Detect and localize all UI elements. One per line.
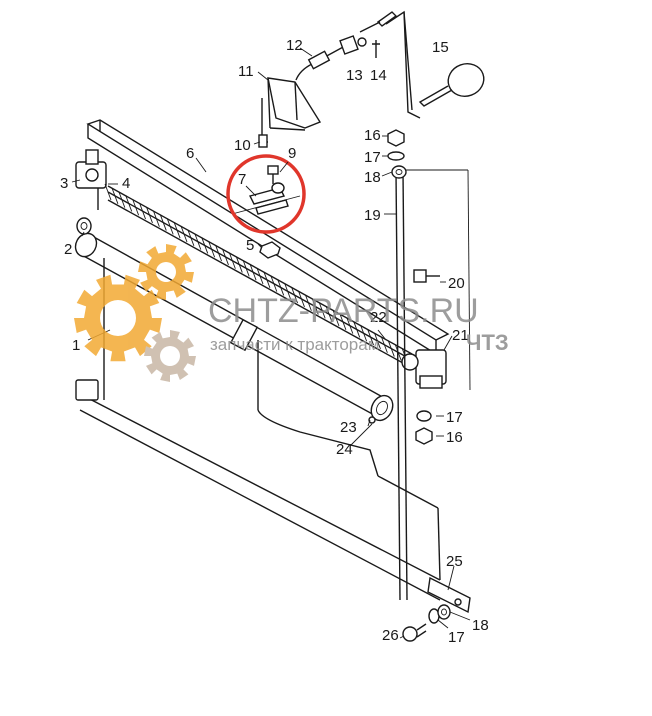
callout-17-mid: 17 [446, 409, 463, 426]
callout-16-top: 16 [364, 127, 381, 144]
callout-numbers: 1 2 3 4 5 6 7 9 10 11 12 13 14 15 16 17 … [60, 37, 489, 646]
callout-10: 10 [234, 137, 251, 154]
nut-5 [259, 241, 281, 259]
washer-2 [76, 217, 92, 235]
callout-7: 7 [238, 171, 246, 188]
washer-18-bottom [437, 604, 451, 620]
mirror-arm-bracket [258, 77, 322, 148]
callout-18-bottom: 18 [472, 617, 489, 634]
nut-16-top [387, 129, 405, 147]
highlight-circle [226, 154, 306, 234]
callout-14: 14 [370, 67, 387, 84]
callout-17-bottom: 17 [448, 629, 465, 646]
gear-icon [74, 244, 196, 382]
callout-17-top: 17 [364, 149, 381, 166]
watermark-subtitle: запчасти к тракторам [210, 335, 379, 354]
bolt-9 [267, 165, 285, 194]
nut-16-mid [415, 427, 433, 445]
callout-24: 24 [336, 441, 353, 458]
callout-23: 23 [340, 419, 357, 436]
callout-19: 19 [364, 207, 381, 224]
callout-13: 13 [346, 67, 363, 84]
callout-4: 4 [122, 175, 130, 192]
callout-5: 5 [246, 237, 254, 254]
callout-12: 12 [286, 37, 303, 54]
callout-25: 25 [446, 553, 463, 570]
bolt-26 [402, 623, 427, 642]
left-bracket [75, 149, 107, 210]
callout-6: 6 [186, 145, 194, 162]
callout-22: 22 [370, 309, 387, 326]
callout-11: 11 [238, 63, 254, 80]
rear-view-mirror [418, 63, 485, 107]
washer-17-top [387, 151, 405, 161]
watermark: CHTZ-PARTS.RU запчасти к тракторам ЧТЗ [74, 244, 509, 382]
bottom-bar [427, 576, 471, 614]
washer-17-mid [416, 410, 432, 422]
pin-24 [368, 416, 376, 424]
callout-16-mid: 16 [446, 429, 463, 446]
leader-lines [71, 47, 471, 639]
callout-21: 21 [452, 327, 469, 344]
mirror-panel-outline [385, 10, 421, 119]
bolt-20 [413, 269, 440, 283]
callout-26: 26 [382, 627, 399, 644]
watermark-brand: ЧТЗ [466, 330, 509, 355]
washer-18-top [391, 165, 407, 179]
callout-1: 1 [72, 337, 80, 354]
curtain-panel [75, 258, 441, 601]
callout-18-top: 18 [364, 169, 381, 186]
vertical-rod [395, 169, 471, 601]
watermark-title: CHTZ-PARTS.RU [208, 292, 479, 330]
callout-2: 2 [64, 241, 72, 258]
callout-20: 20 [448, 275, 465, 292]
plate-7 [231, 187, 301, 215]
callout-15: 15 [432, 39, 449, 56]
mirror-rod [295, 11, 398, 81]
callout-3: 3 [60, 175, 68, 192]
callout-9: 9 [288, 145, 296, 162]
tensioner-spring [104, 183, 416, 369]
right-bracket [401, 349, 447, 389]
